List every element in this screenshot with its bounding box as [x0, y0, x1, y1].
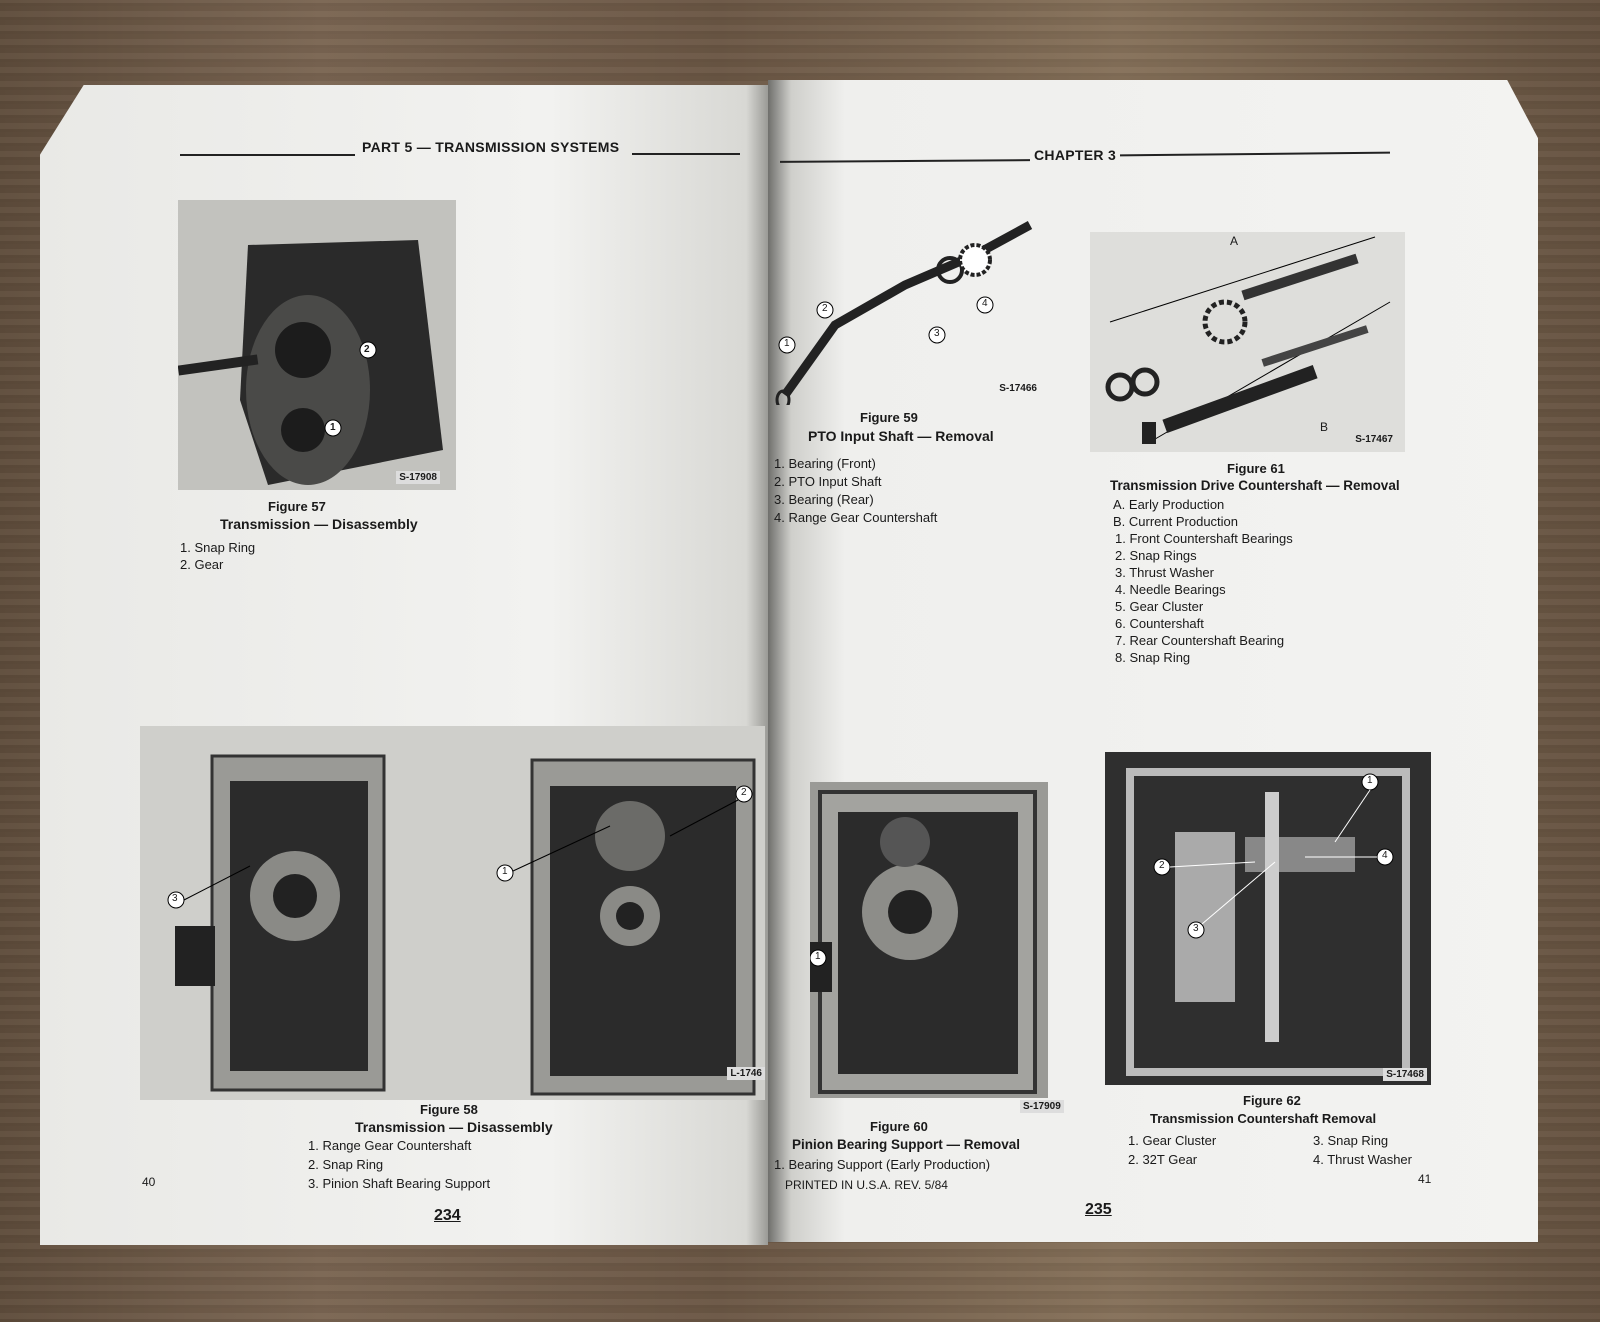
book-page-number: 235 [1085, 1201, 1112, 1218]
figure58-photo: 3 1 2 L-1746 [140, 726, 765, 1100]
figure59-item: 4. Range Gear Countershaft [774, 510, 938, 525]
figure58-item: 3. Pinion Shaft Bearing Support [308, 1176, 491, 1191]
callout-1: 1 [1367, 775, 1373, 786]
figure61-item: B. Current Production [1113, 514, 1239, 529]
callout-3: 3 [1193, 923, 1199, 934]
left-page-header: PART 5 — TRANSMISSION SYSTEMS [362, 139, 620, 155]
callout-4: 4 [1382, 850, 1388, 861]
figure59-title: PTO Input Shaft — Removal [808, 428, 994, 444]
figure62-item: 2. 32T Gear [1128, 1152, 1198, 1167]
figure62-item: 4. Thrust Washer [1313, 1152, 1412, 1167]
callout-2: 2 [1159, 860, 1165, 871]
figure61-item: 3. Thrust Washer [1115, 565, 1214, 580]
figure-code: S-17468 [1383, 1068, 1427, 1081]
footer-printed: PRINTED IN U.S.A. REV. 5/84 [785, 1178, 948, 1192]
figure61-item: 4. Needle Bearings [1115, 582, 1226, 597]
figure57-photo: 2 1 S-17908 [178, 200, 456, 490]
figure61-title: Transmission Drive Countershaft — Remova… [1110, 478, 1400, 493]
figure60-item: 1. Bearing Support (Early Production) [774, 1157, 991, 1172]
page-number: 40 [142, 1175, 156, 1189]
figure61-label: Figure 61 [1227, 461, 1285, 476]
book-page-number: 234 [434, 1207, 461, 1224]
callout-4: 4 [982, 298, 988, 309]
right-page-header: CHAPTER 3 [1034, 147, 1117, 163]
figure61-item: 2. Snap Rings [1115, 548, 1197, 563]
callout-1: 1 [330, 422, 336, 433]
figure-code: S-17909 [1020, 1100, 1064, 1113]
callout-2: 2 [822, 303, 828, 314]
figure57-item: 1. Snap Ring [180, 540, 256, 555]
figure59-item: 2. PTO Input Shaft [774, 474, 882, 489]
figure60-title: Pinion Bearing Support — Removal [792, 1137, 1021, 1152]
figure57-item: 2. Gear [180, 557, 224, 572]
figure61-item: 1. Front Countershaft Bearings [1115, 531, 1293, 546]
callout-1: 1 [815, 951, 821, 962]
figure59-drawing: 1 2 3 4 S-17466 [775, 205, 1045, 405]
figure-code: S-17466 [999, 383, 1037, 394]
figure61-item: 5. Gear Cluster [1115, 599, 1204, 614]
figure58-item: 1. Range Gear Countershaft [308, 1138, 472, 1153]
figure61-item: A. Early Production [1113, 497, 1225, 512]
callout-1: 1 [784, 338, 790, 349]
figure60-photo: 1 [810, 782, 1048, 1098]
callout-1: 1 [502, 866, 508, 877]
figure60-label: Figure 60 [870, 1119, 928, 1134]
marker-b: B [1320, 420, 1329, 434]
figure58-title: Transmission — Disassembly [355, 1119, 553, 1135]
marker-a: A [1230, 234, 1239, 248]
callout-2: 2 [741, 787, 747, 798]
figure62-item: 1. Gear Cluster [1128, 1133, 1217, 1148]
figure59-item: 3. Bearing (Rear) [774, 492, 874, 507]
header-rule [180, 154, 355, 156]
figure62-title: Transmission Countershaft Removal [1150, 1111, 1377, 1126]
figure61-drawing: A B S-17467 [1090, 232, 1405, 452]
figure-code: L-1746 [727, 1067, 765, 1080]
figure61-item: 6. Countershaft [1115, 616, 1204, 631]
callout-2: 2 [364, 344, 370, 355]
page-number: 41 [1418, 1172, 1432, 1186]
figure58-label: Figure 58 [420, 1102, 478, 1117]
figure-code: S-17908 [396, 471, 440, 484]
header-rule [632, 153, 740, 155]
callout-3: 3 [172, 893, 178, 904]
figure-code: S-17467 [1355, 434, 1393, 445]
figure61-item: 8. Snap Ring [1115, 650, 1191, 665]
figure61-item: 7. Rear Countershaft Bearing [1115, 633, 1285, 648]
figure58-item: 2. Snap Ring [308, 1157, 384, 1172]
figure62-label: Figure 62 [1243, 1093, 1301, 1108]
callout-3: 3 [934, 328, 940, 339]
figure57-title: Transmission — Disassembly [220, 516, 418, 532]
figure59-item: 1. Bearing (Front) [774, 456, 876, 471]
figure62-photo: 1 2 3 4 S-17468 [1105, 752, 1431, 1085]
figure57-label: Figure 57 [268, 499, 326, 514]
figure62-item: 3. Snap Ring [1313, 1133, 1389, 1148]
figure59-label: Figure 59 [860, 410, 918, 425]
